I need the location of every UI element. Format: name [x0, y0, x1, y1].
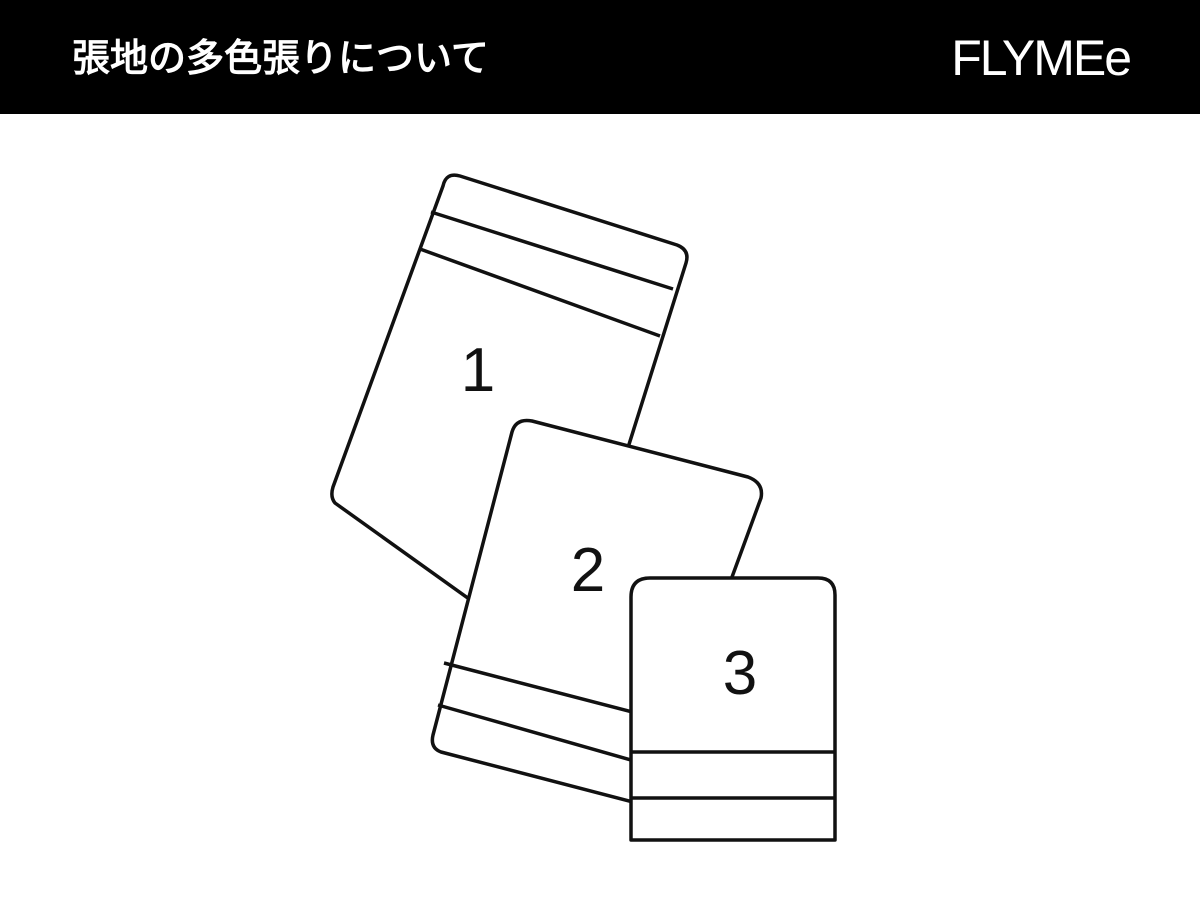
page-title: 張地の多色張りについて	[72, 36, 489, 80]
panel-1-number: 1	[461, 336, 495, 405]
panel-2-number: 2	[571, 536, 605, 605]
panel-3-number: 3	[723, 639, 757, 708]
panel-1-stripe-line	[419, 247, 661, 338]
panel-1-stripe-line	[430, 210, 674, 291]
brand-logo: FLYMEe	[951, 30, 1132, 86]
panel-3: 3	[629, 576, 837, 842]
header-bar: 張地の多色張りについて FLYMEe	[0, 0, 1200, 114]
panel-3-outline	[629, 576, 837, 842]
panel-2-stripe-line	[437, 703, 667, 772]
